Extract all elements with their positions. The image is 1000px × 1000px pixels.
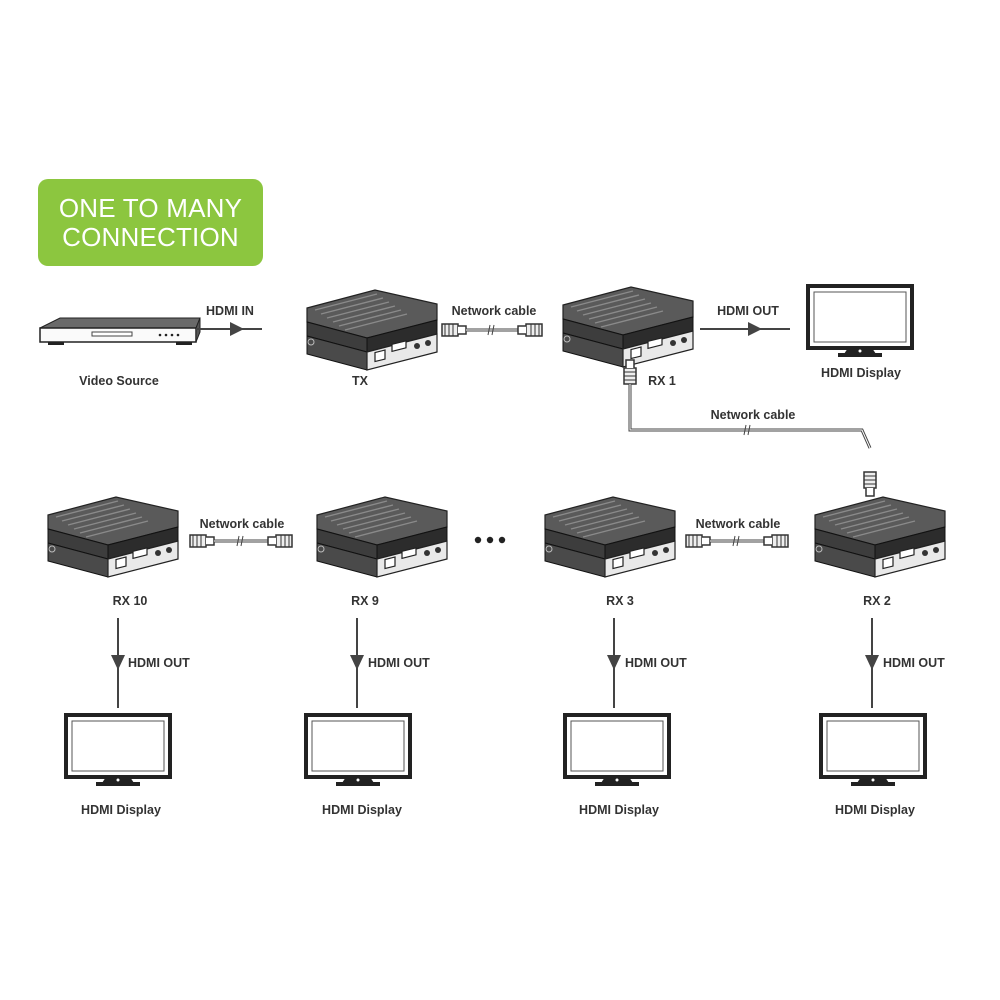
rx2-extender-icon [814,496,946,578]
tx-extender-icon [306,289,438,371]
rx2-label: RX 2 [863,594,891,608]
hdmi-display-label-rx3: HDMI Display [579,803,659,817]
hdmi-display-label-rx10: HDMI Display [81,803,161,817]
network-cable-rx10-rx9 [189,534,293,548]
hdmi-out-label-top: HDMI OUT [717,304,779,318]
network-cable-label-2: Network cable [711,408,796,422]
connection-type-banner: ONE TO MANY CONNECTION [38,179,263,266]
tx-label: TX [352,374,369,388]
rx3-label: RX 3 [606,594,634,608]
ellipsis-icon [474,536,506,544]
monitor-icon-rx10 [64,713,172,788]
video-source-label: Video Source [79,374,159,388]
rx1-extender-icon [562,286,694,368]
hdmi-out-label-rx3: HDMI OUT [625,656,687,670]
monitor-icon-rx3 [563,713,671,788]
network-cable-label-1: Network cable [452,304,537,318]
monitor-icon-top [806,284,914,359]
hdmi-out-label-rx9: HDMI OUT [368,656,430,670]
hdmi-in-arrow-icon [196,322,262,336]
network-cable-rx1-rx2 [623,359,877,497]
banner-line-1: ONE TO MANY [58,192,243,223]
network-cable-label-3: Network cable [200,517,285,531]
network-cable-tx-rx1 [441,323,543,337]
hdmi-out-label-rx2: HDMI OUT [883,656,945,670]
hdmi-out-arrow-icon-rx10 [111,618,125,708]
network-cable-rx3-rx2 [685,534,789,548]
rx9-extender-icon [316,496,448,578]
rx10-label: RX 10 [113,594,148,608]
hdmi-in-label: HDMI IN [206,304,254,318]
hdmi-out-arrow-icon-rx2 [865,618,879,708]
network-cable-label-4: Network cable [696,517,781,531]
hdmi-display-label-rx2: HDMI Display [835,803,915,817]
hdmi-display-label-rx9: HDMI Display [322,803,402,817]
hdmi-out-arrow-icon-rx3 [607,618,621,708]
rx1-label: RX 1 [648,374,676,388]
monitor-icon-rx9 [304,713,412,788]
rx9-label: RX 9 [351,594,379,608]
rx10-extender-icon [47,496,179,578]
hdmi-out-label-rx10: HDMI OUT [128,656,190,670]
media-player-icon [39,317,201,345]
banner-line-2: CONNECTION [62,221,239,252]
rx3-extender-icon [544,496,676,578]
hdmi-display-label-top: HDMI Display [821,366,901,380]
hdmi-out-arrow-icon-rx9 [350,618,364,708]
monitor-icon-rx2 [819,713,927,788]
hdmi-out-arrow-icon-top [700,322,790,336]
